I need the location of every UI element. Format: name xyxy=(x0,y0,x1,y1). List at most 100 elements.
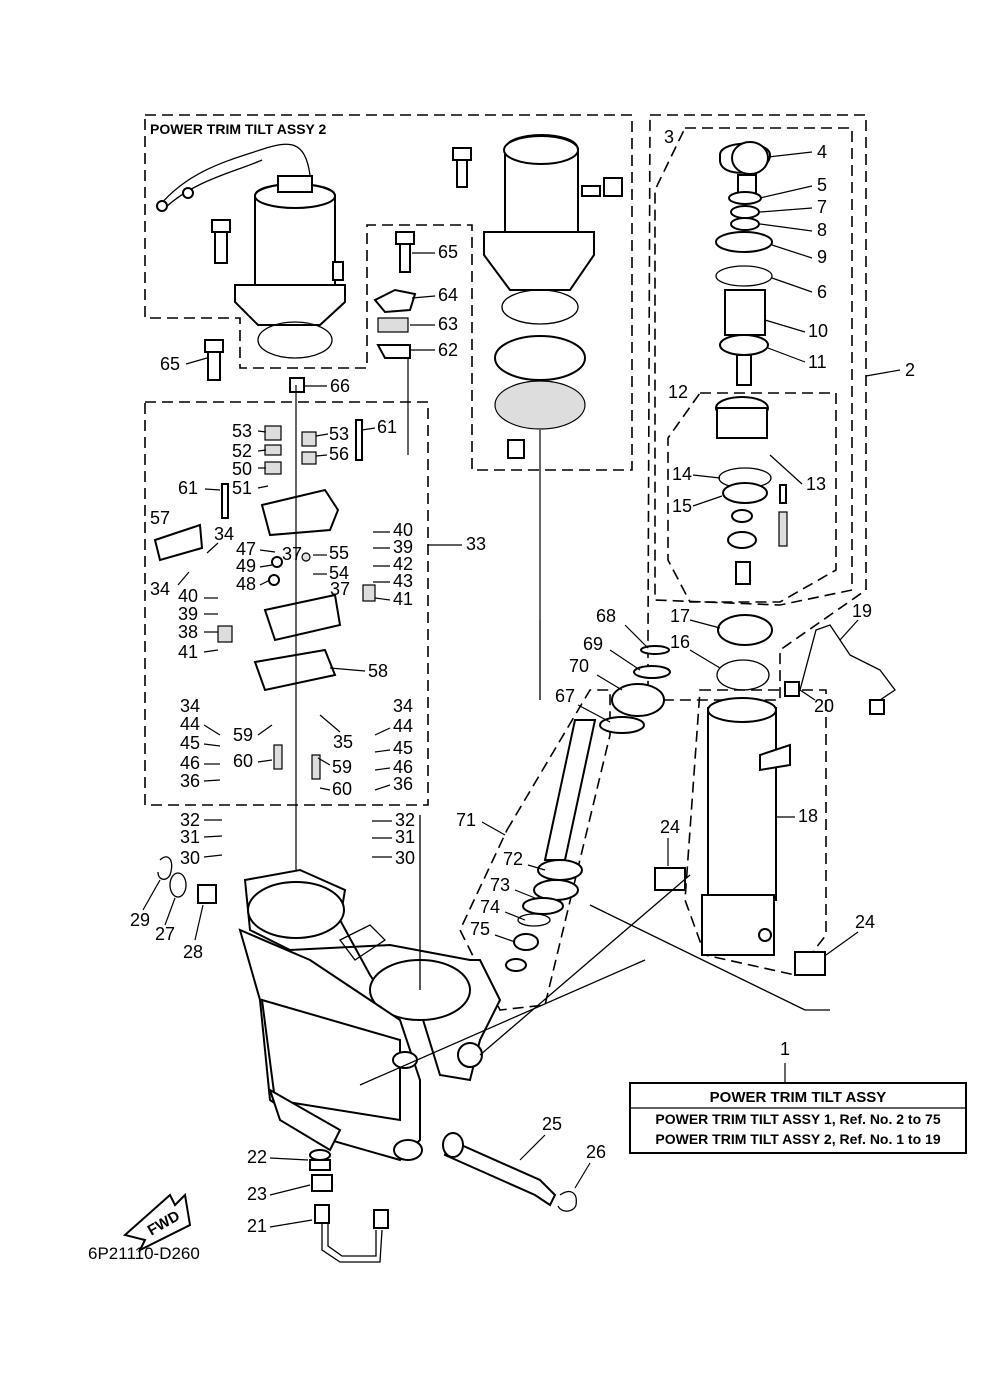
callout-59a: 59 xyxy=(233,725,253,745)
callout-28: 28 xyxy=(183,942,203,962)
callout-24b: 24 xyxy=(855,912,875,932)
callout-64: 64 xyxy=(438,285,458,305)
callout-39a: 39 xyxy=(393,537,413,557)
callout-34a: 34 xyxy=(214,524,234,544)
pipe-group xyxy=(505,645,671,972)
callout-61a: 61 xyxy=(377,417,397,437)
callout-40a: 40 xyxy=(393,520,413,540)
callout-32b: 32 xyxy=(395,810,415,830)
callout-23: 23 xyxy=(247,1184,267,1204)
callout-19: 19 xyxy=(852,601,872,621)
callout-62: 62 xyxy=(438,340,458,360)
callout-73: 73 xyxy=(490,875,510,895)
callout-46b: 46 xyxy=(393,757,413,777)
callout-65a: 65 xyxy=(438,242,458,262)
callout-57: 57 xyxy=(150,508,170,528)
callout-41b: 41 xyxy=(178,642,198,662)
callout-9: 9 xyxy=(817,247,827,267)
callout-27: 27 xyxy=(155,924,175,944)
tilt-cylinder-group xyxy=(701,141,896,956)
callout-25: 25 xyxy=(542,1114,562,1134)
callout-48: 48 xyxy=(236,574,256,594)
callout-56: 56 xyxy=(329,444,349,464)
callout-30b: 30 xyxy=(395,848,415,868)
callout-37a: 37 xyxy=(282,544,302,564)
callout-34d: 34 xyxy=(393,696,413,716)
callout-36a: 36 xyxy=(180,771,200,791)
callout-72: 72 xyxy=(503,849,523,869)
callout-4: 4 xyxy=(817,142,827,162)
callout-31a: 31 xyxy=(180,827,200,847)
callout-39b: 39 xyxy=(178,604,198,624)
callout-33: 33 xyxy=(466,534,486,554)
callout-45b: 45 xyxy=(393,738,413,758)
callout-53a: 53 xyxy=(232,421,252,441)
callout-7: 7 xyxy=(817,197,827,217)
callout-60b: 60 xyxy=(332,779,352,799)
callout-10: 10 xyxy=(808,321,828,341)
callout-24a: 24 xyxy=(660,817,680,837)
callout-13: 13 xyxy=(806,474,826,494)
motor-assy-1 xyxy=(452,134,623,620)
callout-11: 11 xyxy=(808,352,827,372)
callout-37b: 37 xyxy=(330,579,350,599)
legend-box: POWER TRIM TILT ASSY POWER TRIM TILT ASS… xyxy=(629,1063,967,1154)
callout-74: 74 xyxy=(480,897,500,917)
callout-50: 50 xyxy=(232,459,252,479)
callout-21: 21 xyxy=(247,1216,267,1236)
callout-14: 14 xyxy=(672,464,692,484)
assy-2-label: POWER TRIM TILT ASSY 2 xyxy=(150,121,327,137)
callout-38: 38 xyxy=(178,622,198,642)
callout-55: 55 xyxy=(329,543,349,563)
bracket-housing xyxy=(238,868,502,1162)
callout-34c: 34 xyxy=(180,696,200,716)
callout-15: 15 xyxy=(672,496,692,516)
lower-parts: FWD xyxy=(122,856,826,1263)
callout-41a: 41 xyxy=(393,589,413,609)
callout-29: 29 xyxy=(130,910,150,930)
callout-68: 68 xyxy=(596,606,616,626)
callout-45a: 45 xyxy=(180,733,200,753)
callout-46a: 46 xyxy=(180,753,200,773)
callout-43: 43 xyxy=(393,571,413,591)
callout-5: 5 xyxy=(817,175,827,195)
callout-44b: 44 xyxy=(393,716,413,736)
callout-66: 66 xyxy=(330,376,350,396)
callout-2: 2 xyxy=(905,360,915,380)
legend-row-1: POWER TRIM TILT ASSY 1, Ref. No. 2 to 75 xyxy=(655,1111,940,1127)
callout-75: 75 xyxy=(470,919,490,939)
callout-70: 70 xyxy=(569,656,589,676)
callout-16: 16 xyxy=(670,632,690,652)
callout-61b: 61 xyxy=(178,478,198,498)
callout-1: 1 xyxy=(780,1039,790,1059)
callout-22: 22 xyxy=(247,1147,267,1167)
callout-8: 8 xyxy=(817,220,827,240)
callout-30a: 30 xyxy=(180,848,200,868)
callout-40b: 40 xyxy=(178,586,198,606)
motor-assy-2: POWER TRIM TILT ASSY 2 xyxy=(150,121,346,359)
callout-35: 35 xyxy=(333,732,353,752)
legend-title: POWER TRIM TILT ASSY xyxy=(710,1089,887,1106)
callout-51: 51 xyxy=(232,478,252,498)
callout-54: 54 xyxy=(329,563,349,583)
callout-6: 6 xyxy=(817,282,827,302)
callout-42: 42 xyxy=(393,554,413,574)
callout-44a: 44 xyxy=(180,714,200,734)
callout-59b: 59 xyxy=(332,757,352,777)
callout-numbers: 1 2 3 4 5 7 8 9 6 10 11 12 13 14 15 16 1… xyxy=(130,127,915,1236)
callout-67: 67 xyxy=(555,686,575,706)
callout-18: 18 xyxy=(798,806,818,826)
callout-60a: 60 xyxy=(233,751,253,771)
callout-49: 49 xyxy=(236,556,256,576)
callout-17: 17 xyxy=(670,606,690,626)
callout-20: 20 xyxy=(814,696,834,716)
callout-47: 47 xyxy=(236,539,256,559)
callout-12: 12 xyxy=(668,382,688,402)
callout-63: 63 xyxy=(438,314,458,334)
valve-cover-group xyxy=(373,231,417,455)
callout-53b: 53 xyxy=(329,424,349,444)
callout-26: 26 xyxy=(586,1142,606,1162)
drawing-code: 6P21110-D260 xyxy=(88,1244,200,1263)
callout-36b: 36 xyxy=(393,774,413,794)
